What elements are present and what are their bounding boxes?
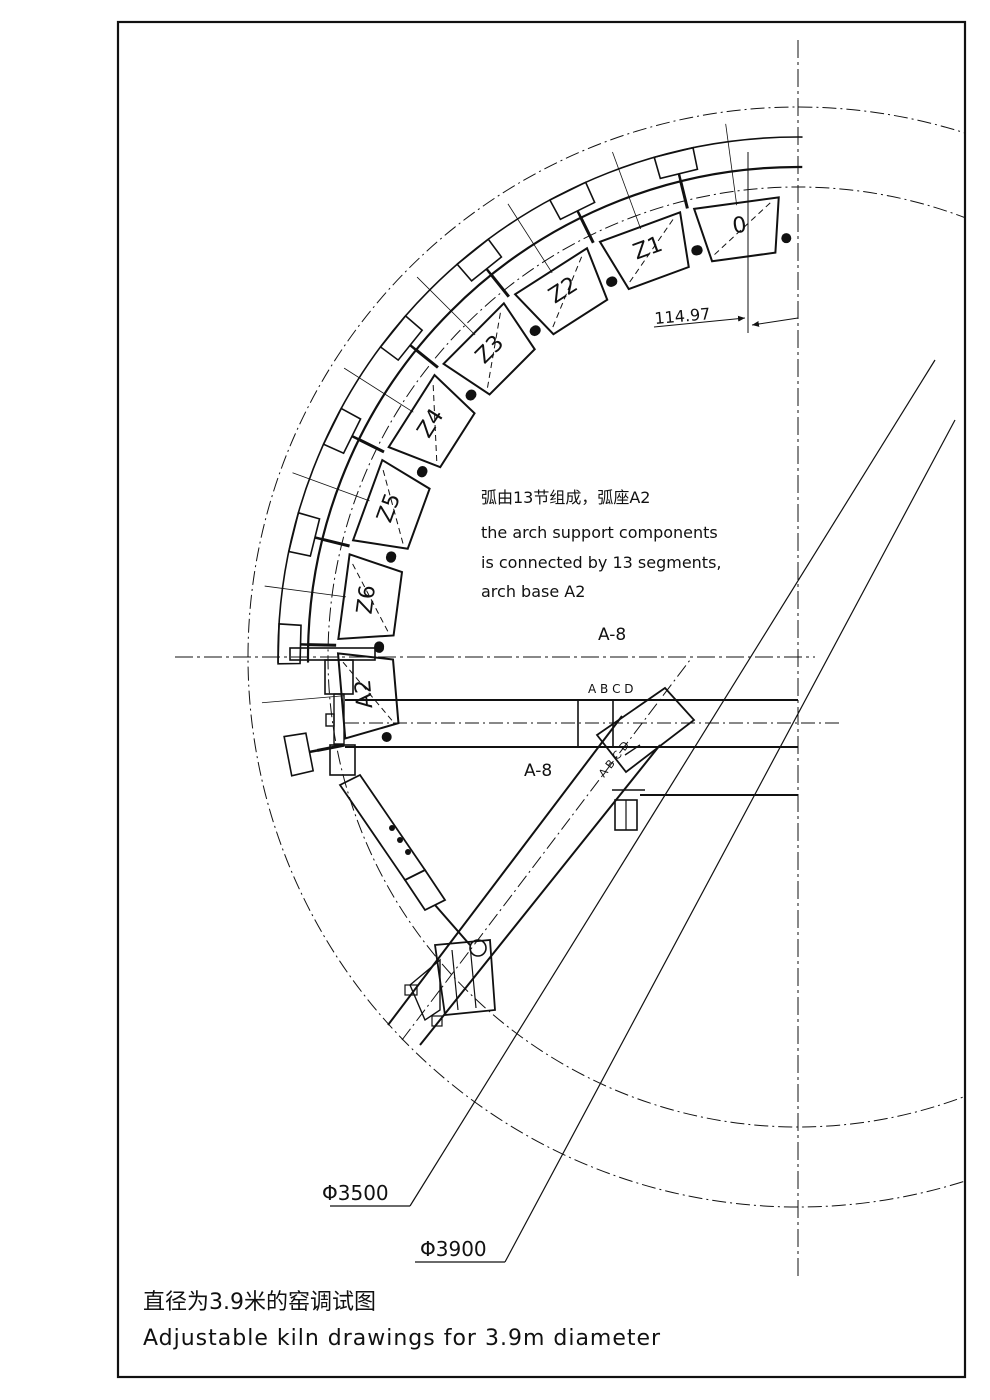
pin-hole [529, 326, 540, 337]
pin-hole [416, 467, 427, 478]
pin-hole [691, 245, 702, 256]
segment-label: A2 [351, 678, 378, 709]
note-en-line1: the arch support components [481, 523, 718, 542]
arch-segment [513, 246, 609, 336]
leader-lines [330, 359, 956, 1263]
section-letters-horizontal: A B C D [588, 682, 634, 696]
note-en-line3: arch base A2 [481, 582, 585, 601]
pin-hole [465, 390, 476, 401]
pin-hole [606, 277, 617, 288]
offset-dimension [653, 152, 799, 333]
pin-hole [781, 233, 792, 244]
arch-segment [387, 373, 476, 469]
arch-segment [441, 301, 536, 396]
diagonal-strut [387, 659, 696, 1046]
segment-label: Z5 [373, 490, 406, 526]
section-mark-middle: A-8 [524, 761, 552, 781]
note-cn: 弧由13节组成，弧座A2 [481, 488, 651, 507]
pin-hole [381, 731, 392, 742]
inner-diameter-label: Φ3500 [322, 1181, 389, 1205]
pin-hole [374, 642, 385, 653]
segment-label: Z2 [544, 272, 582, 309]
arch-segment [598, 211, 690, 291]
title-cn: 直径为3.9米的窑调试图 [143, 1290, 376, 1315]
offset-dimension-label: 114.97 [654, 304, 711, 328]
segment-label: Z3 [471, 331, 509, 369]
section-letters-diagonal: A B C D [596, 739, 632, 780]
title-en: Adjustable kiln drawings for 3.9m diamet… [143, 1326, 661, 1351]
section-mark-top: A-8 [598, 625, 626, 645]
outer-diameter-label: Φ3900 [420, 1237, 487, 1261]
arch-segment [351, 458, 431, 550]
support-jack [289, 647, 496, 1027]
inner-reference-circle [327, 186, 965, 1128]
segment-label: Z4 [413, 404, 450, 442]
segment-label: 0 [731, 213, 748, 240]
drawing-frame [116, 20, 967, 1379]
pin-hole [385, 552, 396, 563]
segment-label: Z6 [352, 584, 381, 616]
arch-segment [337, 552, 404, 641]
horizontal-beam [345, 699, 840, 796]
note-en-line2: is connected by 13 segments, [481, 553, 722, 572]
arch-segment [692, 196, 780, 263]
